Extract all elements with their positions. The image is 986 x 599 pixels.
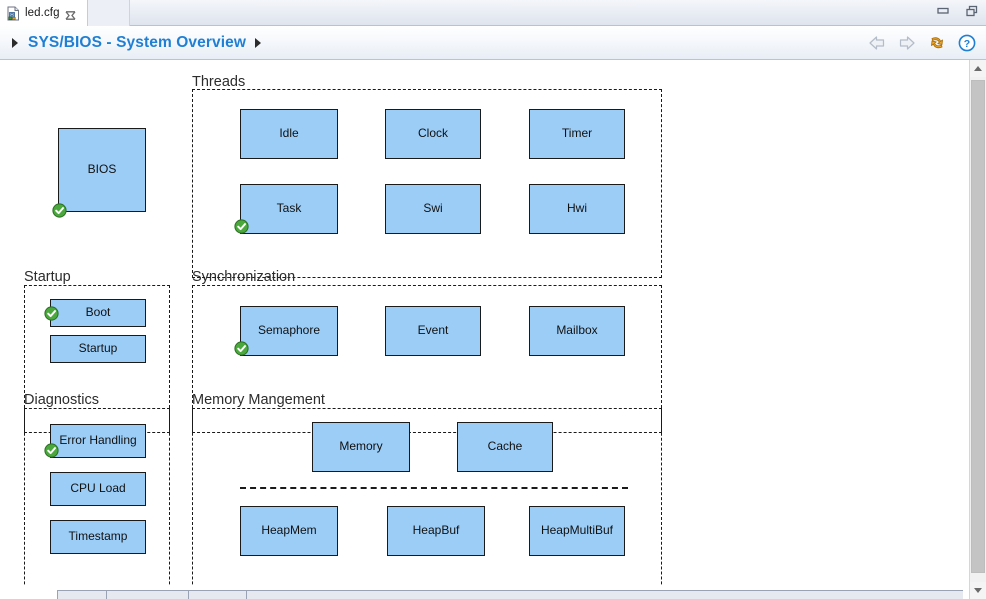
node-label: Swi — [423, 201, 443, 216]
cfg-file-icon — [6, 6, 21, 21]
node-label: Timestamp — [68, 529, 128, 544]
svg-text:?: ? — [964, 38, 970, 50]
editor-window-controls — [935, 3, 980, 19]
help-icon[interactable]: ? — [956, 32, 978, 54]
forward-button[interactable] — [896, 32, 918, 54]
node-label: HeapMem — [261, 523, 317, 538]
node-cpu-load[interactable]: CPU Load — [50, 472, 146, 506]
check-badge-icon — [44, 306, 59, 321]
node-label: Startup — [78, 341, 118, 356]
node-timer[interactable]: Timer — [529, 109, 625, 159]
group-label-memory-mangement: Memory Mangement — [192, 392, 325, 408]
group-label-startup: Startup — [24, 269, 71, 285]
node-label: BIOS — [87, 162, 117, 177]
node-label: Task — [276, 201, 302, 216]
node-heapmem[interactable]: HeapMem — [240, 506, 338, 556]
group-box-memory-mangement — [192, 408, 662, 585]
triangle-right-icon[interactable] — [12, 37, 18, 48]
group-box-threads — [192, 89, 662, 278]
node-semaphore[interactable]: Semaphore — [234, 306, 338, 356]
node-heapbuf[interactable]: HeapBuf — [387, 506, 485, 556]
header-toolbar: ? — [866, 26, 978, 60]
check-badge-icon — [234, 219, 249, 234]
chevron-up-icon[interactable] — [970, 60, 986, 77]
node-idle[interactable]: Idle — [240, 109, 338, 159]
node-clock[interactable]: Clock — [385, 109, 481, 159]
node-hwi[interactable]: Hwi — [529, 184, 625, 234]
node-task[interactable]: Task — [234, 184, 338, 234]
minimize-icon[interactable] — [935, 3, 951, 19]
node-label: HeapBuf — [412, 523, 460, 538]
editor-tab-bar: led.cfg — [0, 0, 986, 26]
group-label-diagnostics: Diagnostics — [24, 392, 99, 408]
node-cache[interactable]: Cache — [457, 422, 553, 472]
form-header-bar: SYS/BIOS - System Overview — [0, 26, 986, 60]
node-label: Error Handling — [59, 433, 137, 448]
horizontal-scrollbar-track[interactable] — [57, 590, 963, 599]
check-badge-icon — [52, 203, 67, 218]
node-timestamp[interactable]: Timestamp — [50, 520, 146, 554]
node-label: Hwi — [567, 201, 587, 216]
scrollbar-tick — [106, 591, 107, 599]
node-heapmultibuf[interactable]: HeapMultiBuf — [529, 506, 625, 556]
node-label: Timer — [561, 126, 593, 141]
vertical-scrollbar-thumb[interactable] — [971, 80, 985, 573]
scrollbar-tick — [246, 591, 247, 599]
node-label: CPU Load — [70, 481, 126, 496]
node-label: Mailbox — [556, 323, 598, 338]
restore-icon[interactable] — [964, 3, 980, 19]
group-label-threads: Threads — [192, 74, 246, 90]
node-label: Semaphore — [257, 323, 321, 338]
vertical-scrollbar[interactable] — [969, 60, 986, 599]
refresh-icon[interactable] — [926, 32, 948, 54]
node-mailbox[interactable]: Mailbox — [529, 306, 625, 356]
node-startup[interactable]: Startup — [50, 335, 146, 363]
memory-section-divider — [240, 487, 628, 489]
chevron-down-icon[interactable] — [970, 582, 986, 599]
back-button[interactable] — [866, 32, 888, 54]
close-icon[interactable] — [65, 8, 76, 20]
node-memory[interactable]: Memory — [312, 422, 410, 472]
editor-tab-led-cfg[interactable]: led.cfg — [0, 0, 88, 26]
node-label: HeapMultiBuf — [540, 523, 614, 538]
node-label: Idle — [279, 126, 299, 141]
editor-tab-label: led.cfg — [25, 7, 60, 19]
check-badge-icon — [234, 341, 249, 356]
node-label: Boot — [85, 305, 111, 320]
system-overview-canvas: BIOS Threads Idle Clock Timer Task — [0, 60, 963, 585]
group-box-diagnostics — [24, 408, 170, 585]
node-label: Memory — [339, 439, 383, 454]
group-label-synchronization: Synchronization — [192, 269, 296, 285]
node-label: Event — [417, 323, 449, 338]
group-box-synchronization — [192, 285, 662, 433]
page-title: SYS/BIOS - System Overview — [28, 33, 246, 51]
node-label: Cache — [487, 439, 523, 454]
node-error-handling[interactable]: Error Handling — [44, 424, 146, 458]
node-bios[interactable]: BIOS — [52, 128, 146, 218]
node-swi[interactable]: Swi — [385, 184, 481, 234]
tab-bar-filler — [88, 0, 130, 26]
node-label: Clock — [417, 126, 448, 141]
horizontal-scrollbar[interactable] — [0, 585, 963, 599]
node-event[interactable]: Event — [385, 306, 481, 356]
check-badge-icon — [44, 443, 59, 458]
scrollbar-tick — [188, 591, 189, 599]
triangle-right-icon[interactable] — [254, 37, 261, 48]
node-boot[interactable]: Boot — [44, 299, 146, 327]
